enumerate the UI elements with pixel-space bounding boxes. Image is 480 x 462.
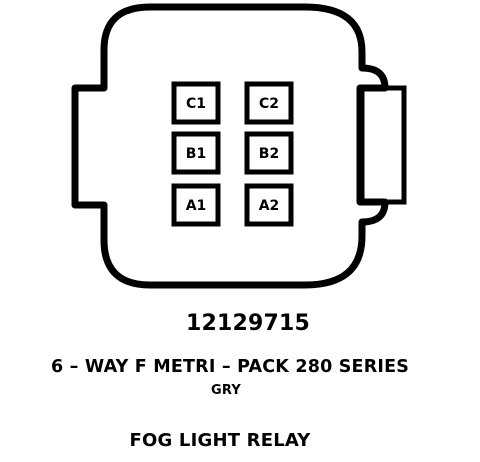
pin-cavity-box — [171, 81, 221, 125]
connector-type-label: 6 – WAY F METRI – PACK 280 SERIES — [50, 357, 410, 377]
pin-a2: A2 — [244, 183, 294, 227]
pin-c1: C1 — [171, 81, 221, 125]
pin-cavity-box — [244, 131, 294, 175]
pin-a1: A1 — [171, 183, 221, 227]
pin-label: A1 — [186, 198, 207, 214]
pin-c2: C2 — [244, 81, 294, 125]
pin-label: B1 — [186, 146, 206, 162]
connector-body — [71, 3, 389, 289]
pin-cavity-box — [244, 81, 294, 125]
pin-label: A2 — [259, 198, 280, 214]
connector-latch — [359, 85, 407, 205]
pin-cavity-box — [244, 183, 294, 227]
pin-b1: B1 — [171, 131, 221, 175]
pin-cavity-box — [171, 183, 221, 227]
pin-cavity-box — [171, 131, 221, 175]
pin-label: B2 — [259, 146, 279, 162]
part-number: 12129715 — [185, 311, 311, 336]
circuit-name-label: FOG LIGHT RELAY — [129, 430, 311, 451]
pin-label: C2 — [259, 96, 279, 112]
connector-color-label: GRY — [211, 383, 241, 398]
pin-label: C1 — [186, 96, 206, 112]
pin-b2: B2 — [244, 131, 294, 175]
